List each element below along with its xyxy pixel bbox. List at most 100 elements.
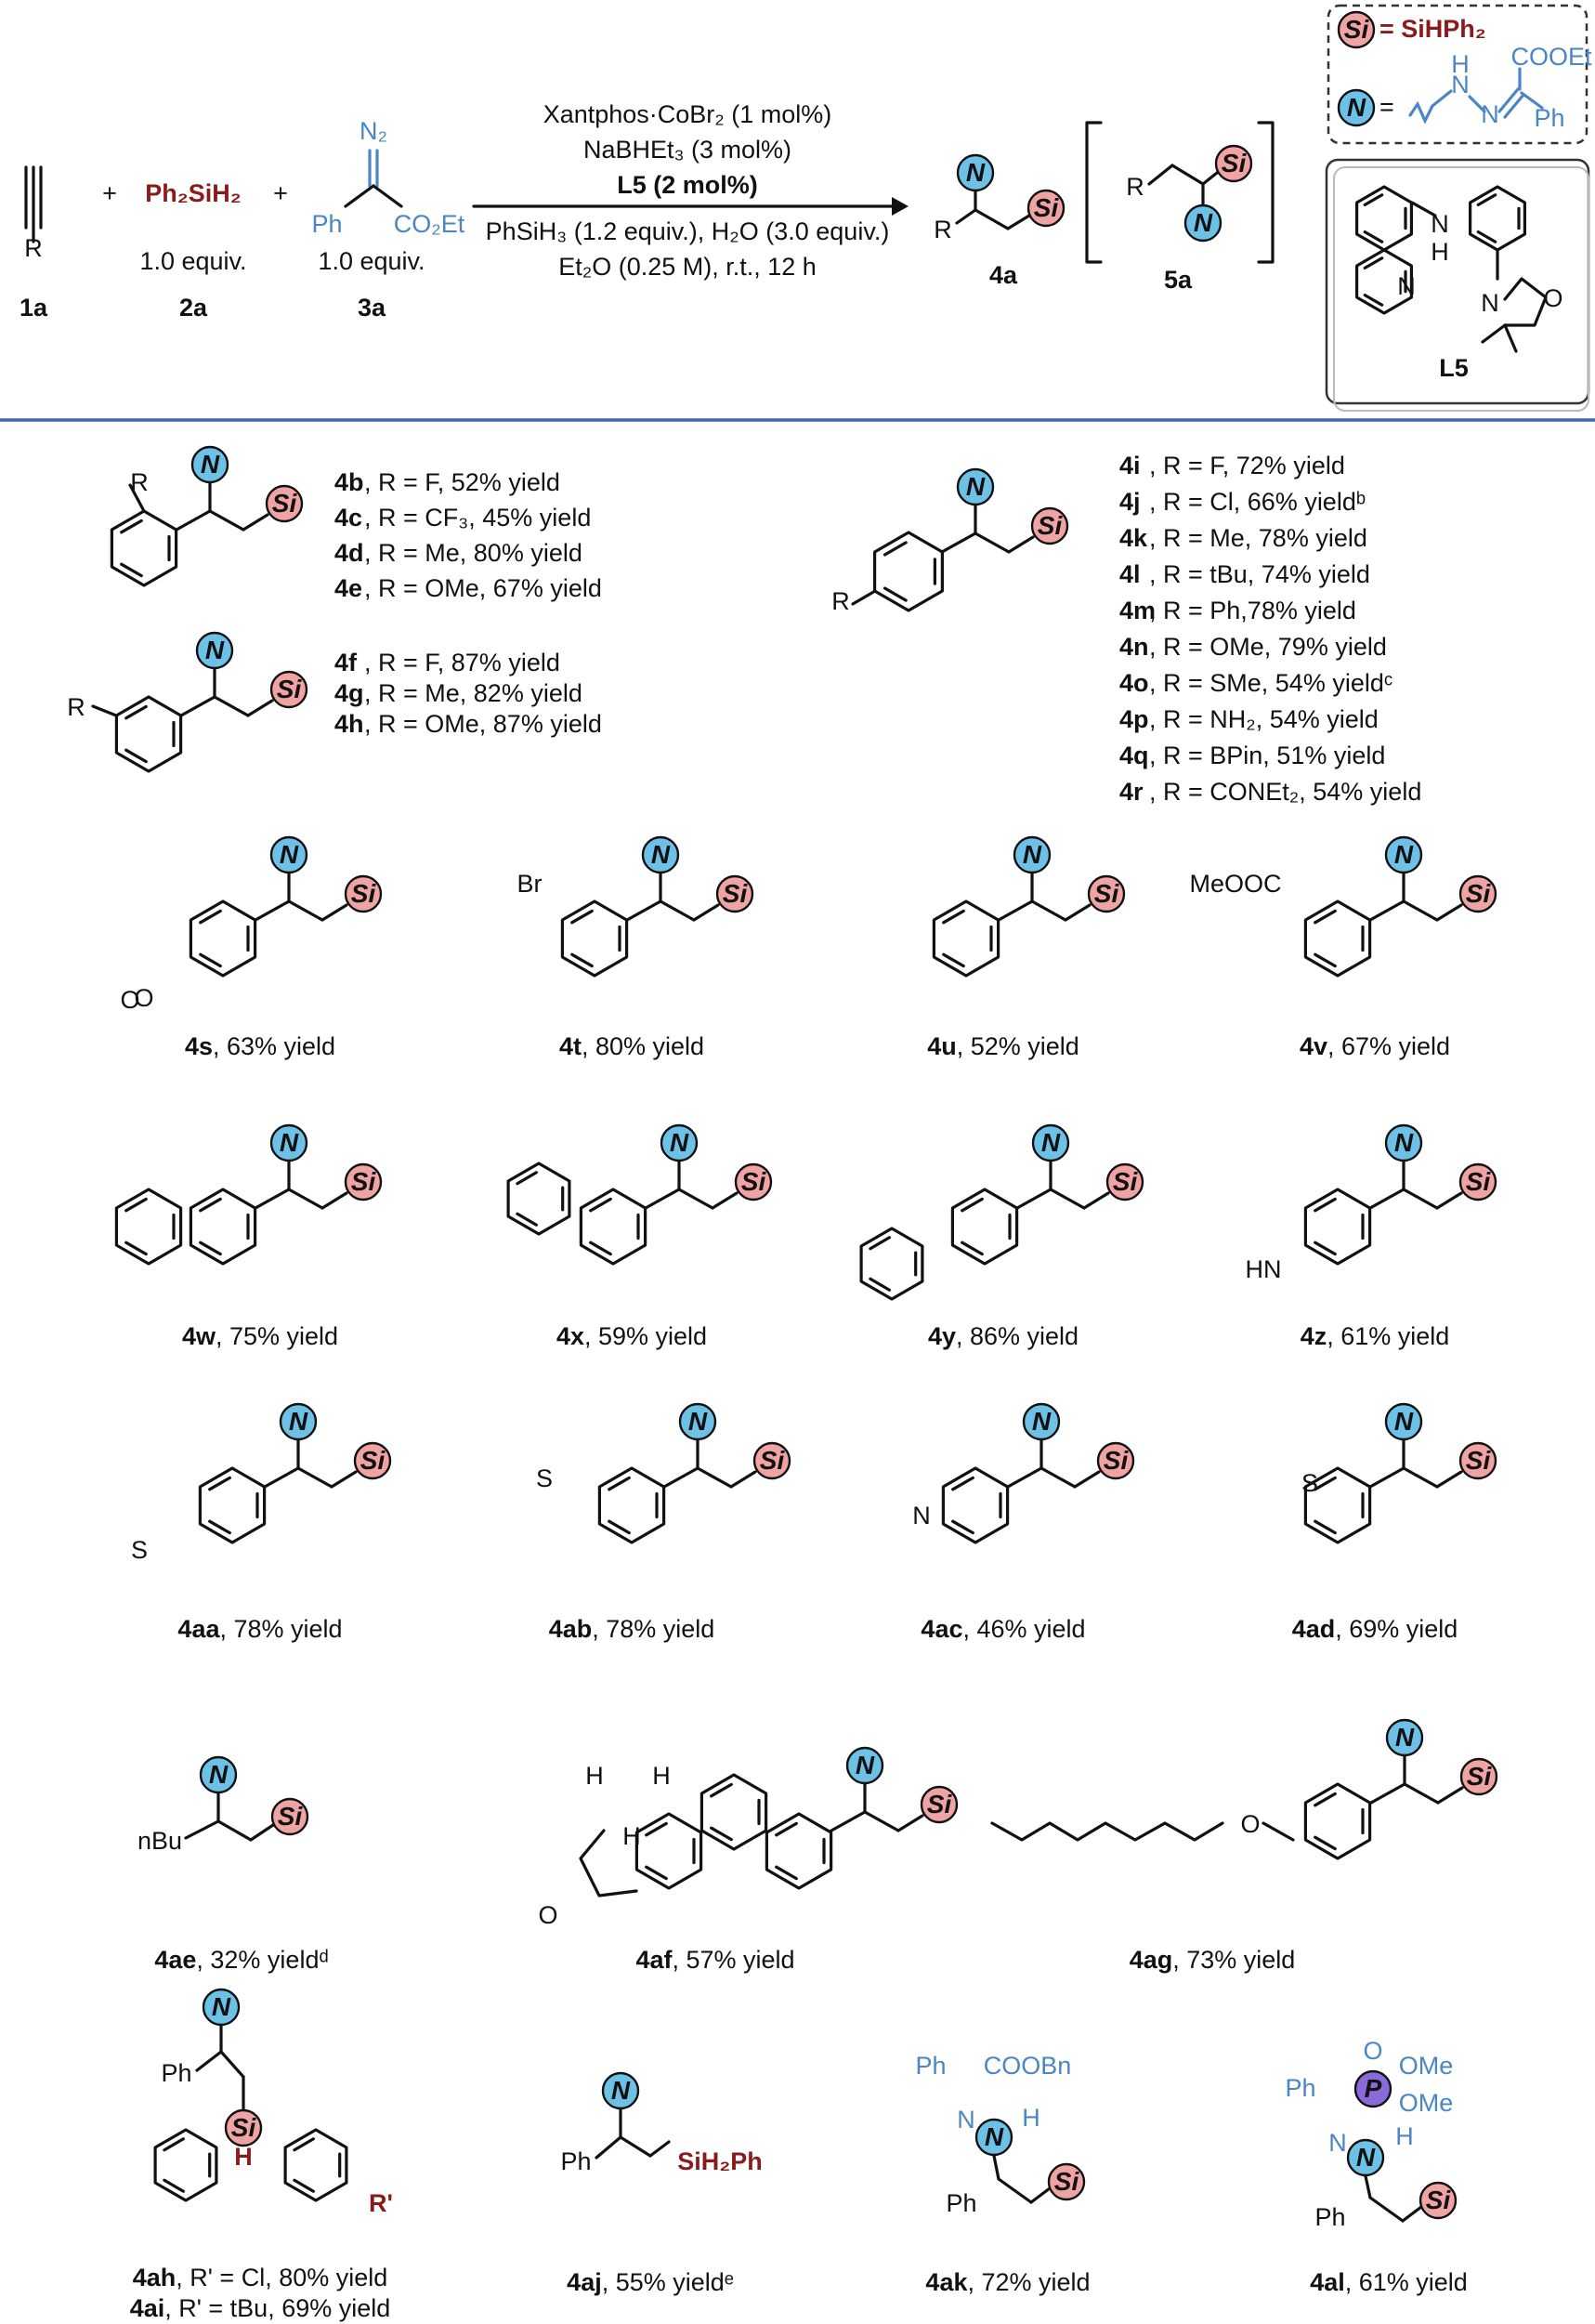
ring-double-bond xyxy=(1314,1519,1337,1535)
compound-label-2a: 2a xyxy=(179,294,208,322)
badge-label: N xyxy=(1394,840,1414,869)
compound-id: 4af xyxy=(635,1946,673,1974)
badge-circle xyxy=(270,1797,309,1836)
badge-circle xyxy=(344,1162,383,1201)
phenyl-label: Ph xyxy=(1314,2203,1345,2231)
badge-label: N xyxy=(209,1760,229,1789)
n-group-badge: N xyxy=(974,2118,1013,2157)
oxazoline-ring xyxy=(1503,277,1548,327)
steroid-h2-label: H xyxy=(652,1762,671,1790)
caption-4aa: 4aa, 78% yield xyxy=(177,1615,342,1643)
silyl-aryl-ring xyxy=(153,2128,218,2202)
badge-circle xyxy=(678,1402,717,1441)
badge-label: Si xyxy=(1222,149,1248,177)
ring-double-bond xyxy=(951,1476,974,1491)
plus-sign: + xyxy=(102,179,117,207)
bond xyxy=(1006,1466,1043,1489)
badge-circle xyxy=(1026,189,1066,228)
ring-double-bond xyxy=(1363,193,1384,206)
badge-label: N xyxy=(205,636,225,664)
steroid-h-label: H xyxy=(585,1762,604,1790)
ring-double-bond xyxy=(961,1197,984,1213)
bond xyxy=(287,1188,324,1210)
ring-double-bond xyxy=(163,2178,185,2193)
badge-circle xyxy=(269,835,308,874)
badge-circle xyxy=(199,1755,238,1794)
entry-text-4k: , R = Me, 78% yield xyxy=(1149,524,1367,552)
badge-circle xyxy=(1458,1162,1497,1201)
badge-label: N xyxy=(1041,1128,1061,1157)
r-prime-label: R' xyxy=(369,2189,393,2217)
ring-double-bond xyxy=(208,1476,231,1491)
hydrazone-h-label: H xyxy=(1022,2104,1040,2132)
si-group-badge: Si xyxy=(265,484,304,523)
bond xyxy=(254,899,291,922)
ring-double-bond xyxy=(710,1782,733,1798)
bond xyxy=(263,1466,300,1489)
yield-text: , 67% yield xyxy=(1327,1032,1450,1060)
bond xyxy=(1262,1821,1295,1842)
ring-double-bond xyxy=(293,2178,315,2193)
bond xyxy=(216,1819,253,1842)
silyl-group-label: SiH₂Ph xyxy=(677,2147,763,2175)
bond xyxy=(711,1191,739,1210)
caption-4v: 4v, 67% yield xyxy=(1300,1032,1450,1060)
compound-id: 4z xyxy=(1301,1322,1327,1350)
bond xyxy=(1368,1188,1405,1210)
caption-4y: 4y, 86% yield xyxy=(928,1322,1079,1350)
ring-double-bond xyxy=(124,704,148,720)
badge-label: N xyxy=(1394,1407,1414,1436)
bond xyxy=(696,1466,733,1489)
amine-h-label: H xyxy=(1431,238,1449,266)
silane-formula: Ph₂SiH₂ xyxy=(145,179,242,207)
dioxolane-o-label: O xyxy=(120,986,139,1014)
compound-id: 4ae xyxy=(154,1946,196,1974)
bond xyxy=(974,208,1010,230)
bond xyxy=(1049,1188,1086,1210)
wavy-bond xyxy=(1408,100,1434,125)
bond xyxy=(1402,1466,1439,1489)
si-group-badge: Si xyxy=(353,1441,392,1480)
compound-id: 4al xyxy=(1310,2268,1345,2296)
badge-label: N xyxy=(1194,208,1213,237)
phenyl-label: Ph xyxy=(161,2059,191,2087)
caption-4ah: 4ah, R' = Cl, 80% yield xyxy=(133,2264,388,2291)
yield-text: , 69% yield xyxy=(1335,1615,1458,1643)
entry-text-4b: , R = F, 52% yield xyxy=(364,468,560,496)
ring-double-bond xyxy=(120,519,143,534)
aryl-ring xyxy=(597,1466,666,1544)
ring-double-bond xyxy=(199,909,222,925)
n-group-badge: N xyxy=(199,1755,238,1794)
badge-label: N xyxy=(201,450,220,479)
ring-double-bond xyxy=(570,952,594,968)
si-group-badge: Si xyxy=(1047,2162,1086,2201)
n-group-badge: N xyxy=(1013,835,1052,874)
condition-solvent: Et₂O (0.25 M), r.t., 12 h xyxy=(558,253,817,281)
bond xyxy=(1064,903,1092,922)
bond xyxy=(1402,1188,1439,1210)
ring-double-bond xyxy=(775,1865,798,1881)
bond xyxy=(1006,214,1031,230)
bond xyxy=(1468,95,1486,113)
ring-double-bond xyxy=(1314,1792,1337,1807)
entry-id-4p: 4p xyxy=(1119,705,1149,733)
aryl-ring xyxy=(941,1466,1010,1544)
badge-circle xyxy=(845,1746,884,1785)
badge-label: Si xyxy=(231,2113,257,2142)
steroid-ring-d xyxy=(579,1829,638,1897)
badge-circle xyxy=(956,467,995,506)
badge-circle xyxy=(202,1988,241,2027)
caption-4w: 4w, 75% yield xyxy=(182,1322,338,1350)
bond xyxy=(648,2140,671,2158)
badge-circle xyxy=(279,1402,318,1441)
meta-aryl-ring xyxy=(114,695,183,773)
ring-double-bond xyxy=(208,1519,231,1535)
steroid-h3-label: H xyxy=(622,1822,641,1850)
legend-si-badge: Si xyxy=(1337,10,1376,49)
condition-reagents: PhSiH₃ (1.2 equiv.), H₂O (3.0 equiv.) xyxy=(486,217,890,245)
entry-id-4e: 4e xyxy=(334,574,362,602)
si-group-badge: Si xyxy=(1096,1441,1135,1480)
bromo-label: Br xyxy=(517,870,543,898)
caption-4t: 4t, 80% yield xyxy=(559,1032,704,1060)
badge-label: Si xyxy=(1466,1446,1492,1475)
